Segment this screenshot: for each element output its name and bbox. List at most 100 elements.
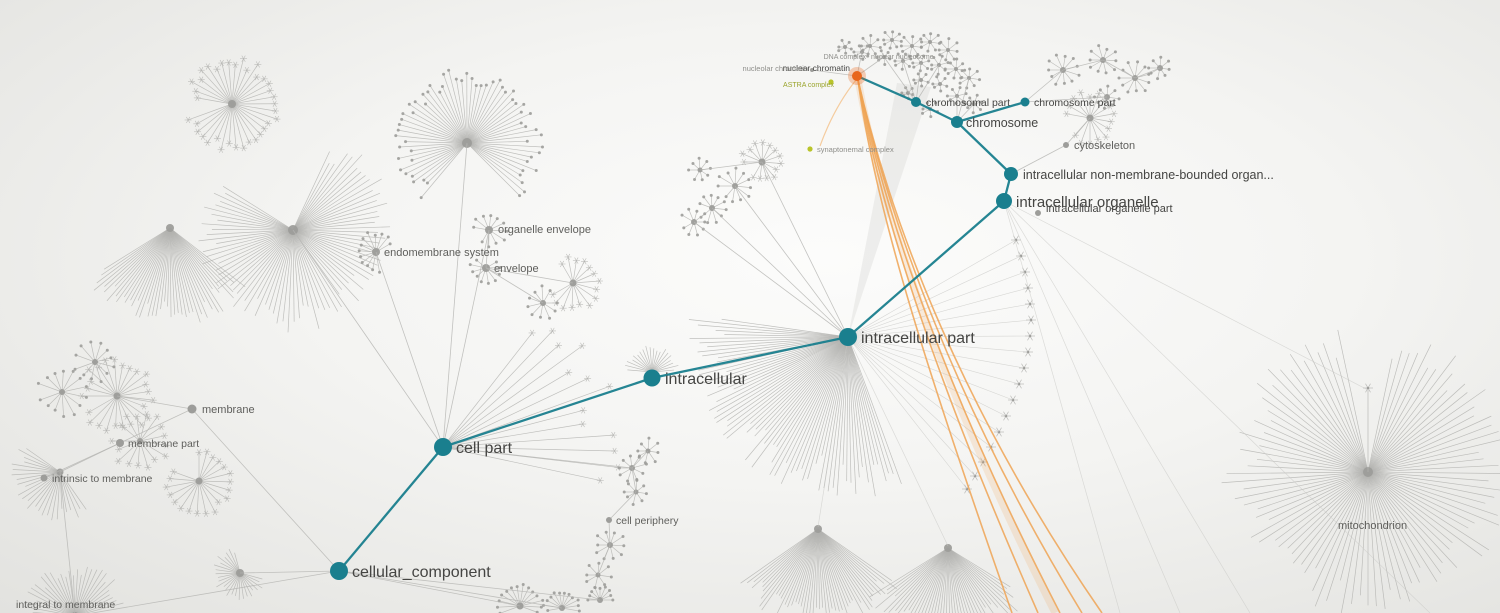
fan-cluster (738, 139, 785, 182)
term-node[interactable] (434, 438, 452, 456)
edge-bundle-band (848, 83, 931, 337)
term-label[interactable]: nucleolar chromatin (743, 64, 808, 73)
fan-cluster (78, 356, 157, 434)
fan-cluster (472, 214, 509, 249)
selected-term-label[interactable]: nuclear chromatin (782, 63, 850, 73)
orange-edge (857, 79, 1039, 613)
path-term-label[interactable]: cell part (456, 440, 513, 457)
fan-cluster (625, 345, 679, 373)
term-label[interactable]: intracellular organelle part (1046, 203, 1173, 215)
term-label[interactable]: cell periphery (616, 515, 679, 527)
fan-cluster (24, 566, 124, 613)
term-label[interactable]: DNA complex (824, 54, 867, 61)
fan-cluster (36, 369, 88, 418)
fan-cluster (1221, 329, 1500, 613)
fan-cluster (958, 67, 982, 90)
term-label[interactable]: synaptonemal complex (817, 145, 894, 154)
fan-cluster (162, 448, 234, 517)
orange-edge (819, 79, 857, 147)
fan-cluster (893, 52, 913, 71)
labels-layer: cellular_component cell part intracellular… (16, 54, 1407, 611)
term-label[interactable]: membrane part (128, 438, 199, 450)
highlight-path-layer (338, 74, 1026, 572)
term-label[interactable]: mitochondrion (1338, 520, 1407, 532)
fan-cluster (357, 231, 392, 274)
fan-cluster (108, 410, 170, 471)
hub-node[interactable] (187, 404, 197, 414)
fan-cluster (73, 340, 116, 384)
fan-cluster (930, 54, 950, 76)
path-term-label[interactable]: intracellular organelle (1016, 194, 1159, 211)
term-node[interactable] (951, 116, 963, 128)
path-term-label[interactable]: chromosome part (1034, 97, 1116, 109)
term-label[interactable]: envelope (494, 263, 539, 275)
hub-node[interactable] (40, 474, 48, 482)
fan-cluster (495, 582, 545, 613)
term-label[interactable]: ASTRA complex (783, 82, 834, 89)
nodes-layer (40, 67, 1069, 580)
path-term-label[interactable]: intracellular non-membrane-bounded organ… (1023, 168, 1274, 182)
path-term-label[interactable]: intracellular part (861, 330, 975, 347)
hub-node[interactable] (116, 439, 124, 447)
term-label[interactable]: organelle envelope (498, 224, 591, 236)
fan-cluster (636, 436, 660, 465)
orange-edge (857, 79, 1061, 613)
fan-cluster (687, 156, 712, 182)
fan-cluster (1062, 89, 1118, 148)
gray-edges-layer (43, 51, 1431, 613)
fan-cluster (595, 530, 626, 561)
term-node[interactable] (996, 193, 1012, 209)
term-label[interactable]: integral to membrane (16, 599, 115, 611)
fan-cluster (869, 544, 1018, 613)
path-term-label[interactable]: chromosomal part (926, 97, 1010, 109)
fan-cluster (394, 68, 544, 200)
path-term-label[interactable]: chromosome (966, 116, 1038, 130)
fan-cluster (912, 72, 930, 88)
fan-cluster (1088, 44, 1118, 75)
hub-node[interactable] (810, 68, 814, 72)
fan-cluster (680, 207, 707, 237)
orange-edge (857, 79, 1103, 613)
fan-clusters-layer (11, 30, 1500, 613)
bundle-bands-layer (848, 83, 931, 337)
hub-node[interactable] (1035, 210, 1041, 216)
term-node[interactable] (911, 97, 921, 107)
fan-cluster (945, 86, 968, 105)
hub-node[interactable] (1063, 142, 1069, 148)
fan-cluster (1117, 60, 1151, 94)
fan-cluster (93, 224, 246, 323)
fan-cluster (585, 561, 613, 590)
fan-cluster (852, 44, 870, 61)
term-label[interactable]: cytoskeleton (1074, 140, 1135, 152)
fan-cluster (1147, 55, 1171, 81)
term-node[interactable] (839, 328, 857, 346)
term-label[interactable]: endomembrane system (384, 247, 499, 259)
fan-cluster (943, 57, 967, 80)
fan-cluster (586, 585, 615, 603)
path-term-label[interactable]: cellular_component (352, 564, 491, 581)
selected-term-node[interactable] (852, 71, 862, 81)
fan-cluster (198, 151, 391, 333)
term-node[interactable] (643, 369, 661, 387)
term-label[interactable]: nuclear nucleosome (871, 54, 934, 61)
term-label[interactable]: intrinsic to membrane (52, 473, 153, 485)
path-term-label[interactable]: intracellular (665, 371, 747, 388)
fan-cluster (468, 258, 502, 285)
fan-cluster (526, 284, 559, 320)
fan-cluster (184, 55, 281, 153)
hub-node[interactable] (606, 517, 612, 523)
fan-cluster (698, 193, 728, 225)
term-node[interactable] (1004, 167, 1018, 181)
fan-cluster (740, 525, 897, 613)
orange-edges-layer (819, 79, 1103, 613)
enriched-term-node[interactable] (828, 79, 834, 85)
term-label[interactable]: membrane (202, 404, 255, 416)
term-node[interactable] (330, 562, 348, 580)
enriched-term-node[interactable] (807, 146, 813, 152)
asterisk-glyph (1019, 363, 1029, 373)
fan-cluster (931, 75, 949, 93)
term-node[interactable] (1020, 97, 1030, 107)
fan-cluster (688, 318, 902, 497)
